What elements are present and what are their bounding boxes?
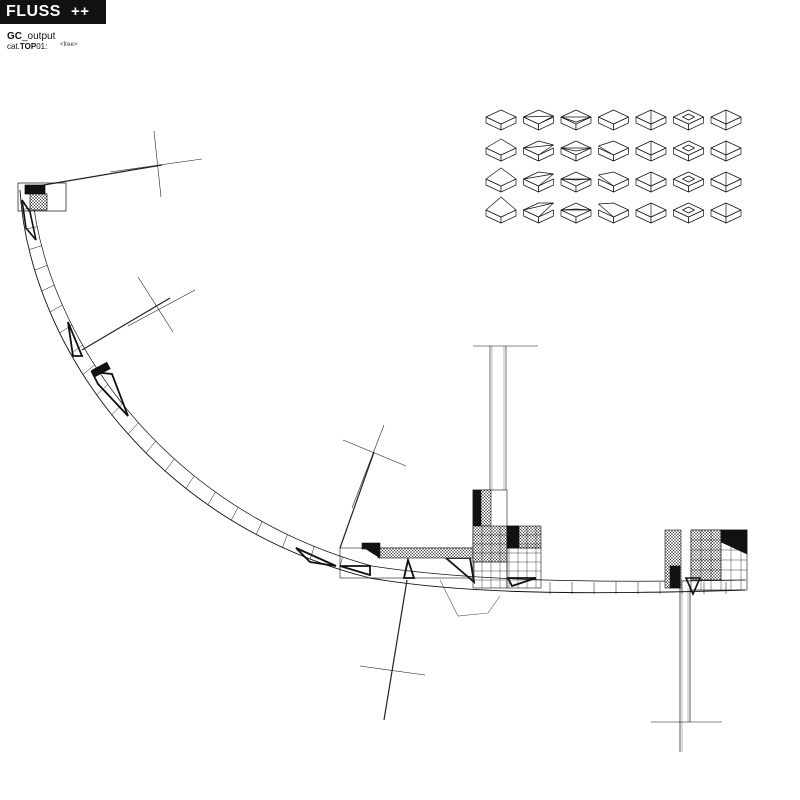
roof-module-icon bbox=[710, 140, 742, 162]
wedge-elements bbox=[67, 321, 537, 588]
catalog-label: cat.TOP01: bbox=[7, 42, 55, 52]
roof-module-icon bbox=[523, 140, 554, 162]
roof-module-catalog bbox=[485, 109, 742, 224]
roof-module-icon bbox=[710, 109, 742, 131]
radial-line-4 bbox=[383, 579, 408, 721]
brand-name: FLUSS bbox=[6, 3, 61, 20]
wedge-4 bbox=[339, 565, 371, 577]
corridor-outer-edge bbox=[19, 189, 746, 594]
brand-logo: FLUSS ++ bbox=[0, 0, 106, 24]
roof-module-icon bbox=[485, 138, 517, 162]
brand-suffix: ++ bbox=[70, 3, 90, 20]
radial-line-2 bbox=[81, 297, 171, 351]
cross-line-2a bbox=[137, 276, 174, 333]
roof-module-icon bbox=[485, 196, 517, 224]
corridor-tick bbox=[282, 534, 288, 548]
south-corridor bbox=[651, 588, 722, 752]
catalog-suffix: 01: bbox=[36, 42, 48, 51]
roof-module-icon bbox=[598, 140, 629, 162]
roof-module-icon bbox=[673, 109, 704, 131]
corridor-tick bbox=[185, 475, 195, 489]
wedge-5 bbox=[402, 556, 416, 579]
roof-module-icon bbox=[523, 109, 554, 131]
cross-line-1b bbox=[153, 130, 162, 198]
cross-line-2b bbox=[127, 289, 196, 327]
corridor-tick bbox=[128, 422, 139, 435]
roof-module-icon bbox=[673, 140, 704, 162]
corridor-tick bbox=[309, 546, 315, 560]
roof-module-icon bbox=[710, 171, 742, 193]
corridor-tick bbox=[29, 245, 42, 250]
corridor-tick bbox=[165, 458, 175, 472]
cross-line-4a bbox=[359, 665, 426, 676]
roof-module-icon bbox=[710, 202, 742, 224]
corridor-tick bbox=[255, 521, 263, 535]
roof-module-icon bbox=[673, 202, 704, 224]
radial-line-1 bbox=[25, 164, 163, 189]
corridor-tick bbox=[231, 507, 239, 521]
wedge-6 bbox=[443, 557, 476, 585]
roof-module-icon bbox=[598, 109, 629, 131]
plaza-outline bbox=[439, 579, 501, 617]
roof-module-icon bbox=[560, 171, 592, 193]
roof-module-icon bbox=[485, 109, 517, 131]
roof-module-icon bbox=[635, 171, 667, 193]
catalog-prefix: cat. bbox=[7, 42, 20, 51]
radial-line-3 bbox=[339, 451, 375, 549]
roof-module-icon bbox=[673, 171, 704, 193]
roof-module-icon bbox=[598, 202, 629, 224]
wedge-3 bbox=[295, 547, 337, 567]
cross-line-1a bbox=[109, 158, 203, 173]
wedge-2 bbox=[90, 370, 129, 417]
output-info: GC_output cat.TOP01: <free> bbox=[7, 31, 77, 52]
east-building-grid bbox=[691, 530, 747, 590]
corridor-tick bbox=[49, 304, 63, 313]
roof-module-icon bbox=[485, 167, 517, 193]
roof-module-icon bbox=[560, 109, 592, 131]
roof-module-icon bbox=[523, 171, 554, 193]
corridor-tick bbox=[145, 440, 156, 454]
corridor-tick bbox=[82, 364, 95, 375]
corridor-tick bbox=[34, 265, 48, 271]
wedge-1 bbox=[67, 321, 84, 357]
output-suffix: _output bbox=[22, 31, 56, 42]
roof-module-icon bbox=[635, 109, 667, 131]
cross-line-3a bbox=[342, 439, 407, 467]
roof-module-icon bbox=[598, 171, 629, 193]
roof-module-icon bbox=[560, 140, 592, 162]
catalog-status: <free> bbox=[60, 42, 78, 48]
roof-module-icon bbox=[635, 140, 667, 162]
corridor-segments bbox=[21, 207, 727, 594]
corridor-tick bbox=[111, 403, 123, 415]
roof-module-icon bbox=[560, 202, 592, 224]
roof-module-icon bbox=[523, 202, 554, 224]
corridor-tick bbox=[207, 491, 216, 505]
wedge-7 bbox=[506, 577, 537, 588]
east-building bbox=[664, 529, 748, 596]
radial-lines bbox=[25, 130, 426, 721]
catalog-name: TOP bbox=[19, 42, 37, 51]
corridor-tick bbox=[41, 284, 55, 292]
black-tile-1 bbox=[91, 361, 111, 378]
output-title: GC_output bbox=[7, 31, 55, 42]
curved-corridor bbox=[19, 189, 746, 594]
corridor-inner-edge bbox=[31, 189, 746, 582]
output-prefix: GC bbox=[7, 31, 22, 42]
cross-line-3b bbox=[351, 424, 385, 509]
junction-grid bbox=[473, 526, 541, 588]
corner-module bbox=[17, 182, 67, 241]
roof-module-icon bbox=[635, 202, 667, 224]
north-corridor bbox=[473, 345, 538, 490]
